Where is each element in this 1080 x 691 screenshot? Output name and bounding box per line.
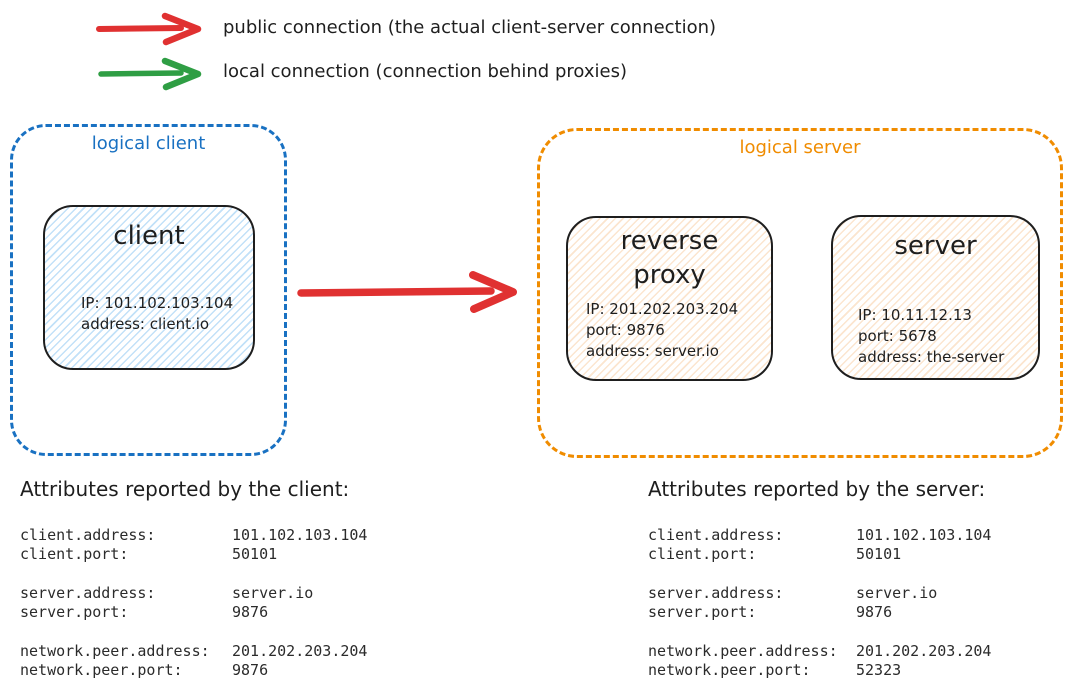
attribute-value: 9876 [856,603,893,621]
attribute-row: server.port: 9876 [20,603,367,622]
attribute-row: network.peer.address: 201.202.203.204 [20,642,367,661]
local-connection-arrow-icon [98,57,202,91]
client-node-title: client [113,221,185,251]
server-attributes-rows: client.address: 101.102.103.104 client.po… [648,526,991,680]
server-port: port: 5678 [858,327,937,345]
attribute-value: 52323 [856,661,902,679]
attribute-value: 101.102.103.104 [232,526,368,544]
attribute-label: server.address: [20,584,156,602]
logical-server-label: logical server [739,137,861,158]
attribute-label: network.peer.port: [20,661,183,679]
logical-client-label: logical client [91,133,206,154]
attribute-row: network.peer.port: 9876 [20,661,367,680]
server-node: server IP: 10.11.12.13 port: 5678 addres… [831,215,1040,380]
reverse-proxy-address: address: server.io [586,342,719,360]
server-attributes-panel: Attributes reported by the server: clien… [648,477,1048,679]
reverse-proxy-port: port: 9876 [586,321,665,339]
attribute-row: client.port: 50101 [648,545,991,564]
server-ip: IP: 10.11.12.13 [858,306,972,324]
attribute-label: client.port: [648,545,757,563]
attribute-label: client.address: [648,526,784,544]
public-connection-arrow-icon [96,12,202,46]
attribute-row: network.peer.port: 52323 [648,661,991,680]
attribute-value: 50101 [232,545,278,563]
attribute-value: 9876 [232,603,269,621]
server-node-title: server [894,231,977,261]
client-address: address: client.io [81,315,210,333]
attribute-value: server.io [856,584,938,602]
client-attributes-panel: Attributes reported by the client: clien… [20,477,420,679]
logical-client-group: logical client client IP: 101.102.103.10… [10,124,287,456]
attribute-row: server.address: server.io [648,584,991,603]
attribute-value: 201.202.203.204 [856,642,992,660]
attribute-value: 201.202.203.204 [232,642,368,660]
attribute-label: network.peer.address: [20,642,210,660]
attribute-row: server.port: 9876 [648,603,991,622]
attribute-row: client.address: 101.102.103.104 [648,526,991,545]
server-attributes-heading: Attributes reported by the server: [648,477,986,501]
reverse-proxy-ip: IP: 201.202.203.204 [586,300,739,318]
reverse-proxy-node-details: IP: 201.202.203.204 port: 9876 address: … [586,299,738,362]
attribute-value: server.io [232,584,314,602]
attribute-label: client.address: [20,526,156,544]
attribute-label: network.peer.port: [648,661,811,679]
client-attributes-rows: client.address: 101.102.103.104 client.po… [20,526,367,680]
logical-server-group: logical server reverse proxy IP: 201.202… [537,128,1063,458]
public-connection-label: public connection (the actual client-ser… [223,17,717,38]
attribute-value: 9876 [232,661,269,679]
attribute-label: server.address: [648,584,784,602]
client-node: client IP: 101.102.103.104 address: clie… [43,205,255,370]
attribute-label: server.port: [20,603,129,621]
attribute-label: server.port: [648,603,757,621]
reverse-proxy-node-title: reverse proxy [620,226,719,290]
public-connection-arrow [297,271,517,313]
client-node-details: IP: 101.102.103.104 address: client.io [81,293,233,335]
server-node-details: IP: 10.11.12.13 port: 5678 address: the-… [858,305,1004,368]
attribute-row: client.address: 101.102.103.104 [20,526,367,545]
attribute-row: network.peer.address: 201.202.203.204 [648,642,991,661]
attribute-value: 101.102.103.104 [856,526,992,544]
client-ip: IP: 101.102.103.104 [81,294,234,312]
attribute-value: 50101 [856,545,902,563]
attribute-label: network.peer.address: [648,642,838,660]
server-address: address: the-server [858,348,1005,366]
local-connection-label: local connection (connection behind prox… [223,61,627,82]
client-attributes-heading: Attributes reported by the client: [20,477,350,501]
attribute-row: server.address: server.io [20,584,367,603]
attribute-row: client.port: 50101 [20,545,367,564]
reverse-proxy-node: reverse proxy IP: 201.202.203.204 port: … [566,216,773,381]
attribute-label: client.port: [20,545,129,563]
